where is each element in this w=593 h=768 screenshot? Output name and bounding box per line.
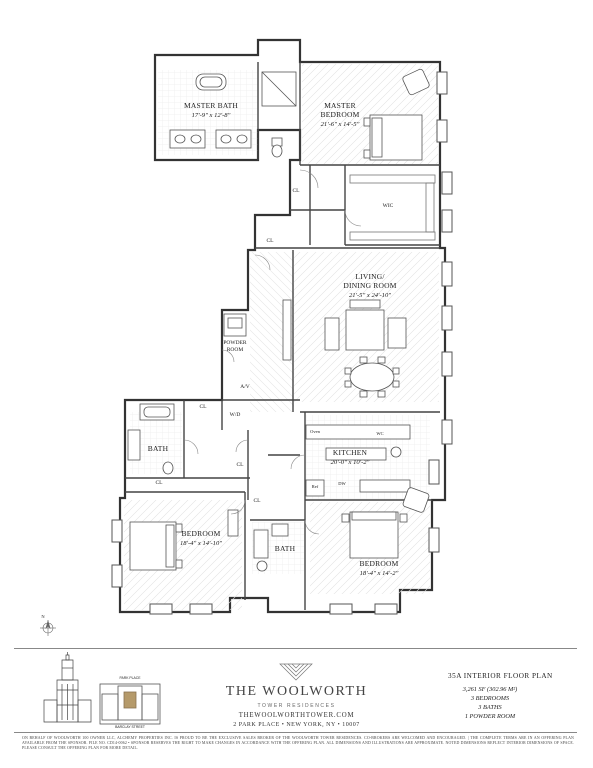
kitchen-fixtures — [305, 424, 411, 497]
interior-walls — [125, 62, 440, 610]
master-bedroom-label-line1: MASTER — [324, 101, 356, 110]
wic-shelving — [349, 174, 436, 241]
door-swings — [183, 169, 362, 535]
compass-rose — [40, 619, 56, 636]
brand-subtitle: TOWER RESIDENCES — [257, 703, 336, 709]
bedroom-right-dimensions: 18'-4" x 14'-2" — [359, 570, 399, 577]
bath-center-label: BATH — [274, 544, 296, 553]
footer-divider-bottom — [14, 732, 577, 733]
master-bedroom-dimensions: 21'-6" x 14'-5" — [320, 121, 360, 128]
compass-north-label: N — [41, 614, 45, 619]
floor-plan-title: 35A INTERIOR FLOOR PLAN — [448, 672, 553, 680]
closet-label-2: CL — [266, 238, 274, 244]
spec-baths: 3 BATHS — [478, 704, 502, 711]
powder-room-fixtures — [223, 313, 247, 337]
powder-room-label-line2: ROOM — [226, 347, 244, 353]
master-bedroom-label-line2: BEDROOM — [320, 110, 360, 119]
kitchen-dimensions: 20'-0" x 10'-2" — [330, 459, 370, 466]
spec-powder-room: 1 POWDER ROOM — [464, 713, 516, 720]
right-bedroom-furniture — [341, 487, 430, 559]
key-plan — [99, 683, 161, 725]
powder-room-label-line1: POWDER — [223, 340, 247, 346]
living-dining-furniture — [282, 299, 407, 398]
dishwasher-label: DW — [338, 481, 346, 486]
bath-left-label: BATH — [147, 444, 169, 453]
left-bedroom-furniture — [129, 509, 239, 571]
brand-address: 2 PARK PLACE • NEW YORK, NY • 10007 — [233, 722, 360, 728]
footer-divider-top — [14, 648, 577, 649]
master-bath-label: MASTER BATH — [183, 101, 239, 110]
brand-name: THE WOOLWORTH — [225, 684, 368, 699]
master-bed — [363, 68, 430, 161]
bedroom-right-label: BEDROOM — [359, 559, 399, 568]
refrigerator-label: Ref — [311, 484, 319, 489]
closet-label-4: CL — [236, 462, 244, 468]
exterior-walls — [118, 38, 447, 614]
center-bath-fixtures — [253, 523, 289, 572]
av-label: A/V — [240, 384, 250, 390]
kitchen-label: KITCHEN — [332, 448, 368, 457]
window-bays — [111, 71, 453, 615]
spec-square-footage: 3,261 SF (302.96 M²) — [462, 686, 518, 693]
master-bath-dimensions: 17'-9" x 12'-8" — [191, 112, 231, 119]
living-label-line2: DINING ROOM — [343, 281, 397, 290]
key-plan-bottom-label: BARCLAY STREET — [115, 725, 145, 729]
legal-disclaimer: ON BEHALF OF WOOLWORTH 100 OWNER LLC, AL… — [22, 736, 574, 751]
washer-dryer-label: W/D — [229, 412, 241, 418]
closet-label-5: CL — [155, 480, 163, 486]
wic-label: WIC — [382, 203, 394, 209]
key-plan-top-label: PARK PLACE — [119, 676, 141, 680]
spec-bedrooms: 3 BEDROOMS — [470, 695, 510, 702]
closet-label-3: CL — [199, 404, 207, 410]
oven-label: Oven — [310, 429, 320, 434]
bedroom-left-dimensions: 18'-4" x 14'-10" — [179, 540, 223, 547]
bedroom-left-label: BEDROOM — [181, 529, 221, 538]
closet-label-6: CL — [253, 498, 261, 504]
closet-label-1: CL — [292, 188, 300, 194]
left-bath-fixtures — [127, 403, 175, 475]
woolworth-logo-icon — [279, 663, 313, 681]
living-dimensions: 21'-5" x 24'-10" — [348, 292, 392, 299]
wc-label: WC — [376, 431, 384, 436]
brand-website[interactable]: THEWOOLWORTHTOWER.COM — [238, 712, 355, 719]
woolworth-building-icon — [43, 652, 92, 723]
living-label-line1: LIVING/ — [355, 272, 385, 281]
master-bath-fixtures — [169, 71, 297, 158]
